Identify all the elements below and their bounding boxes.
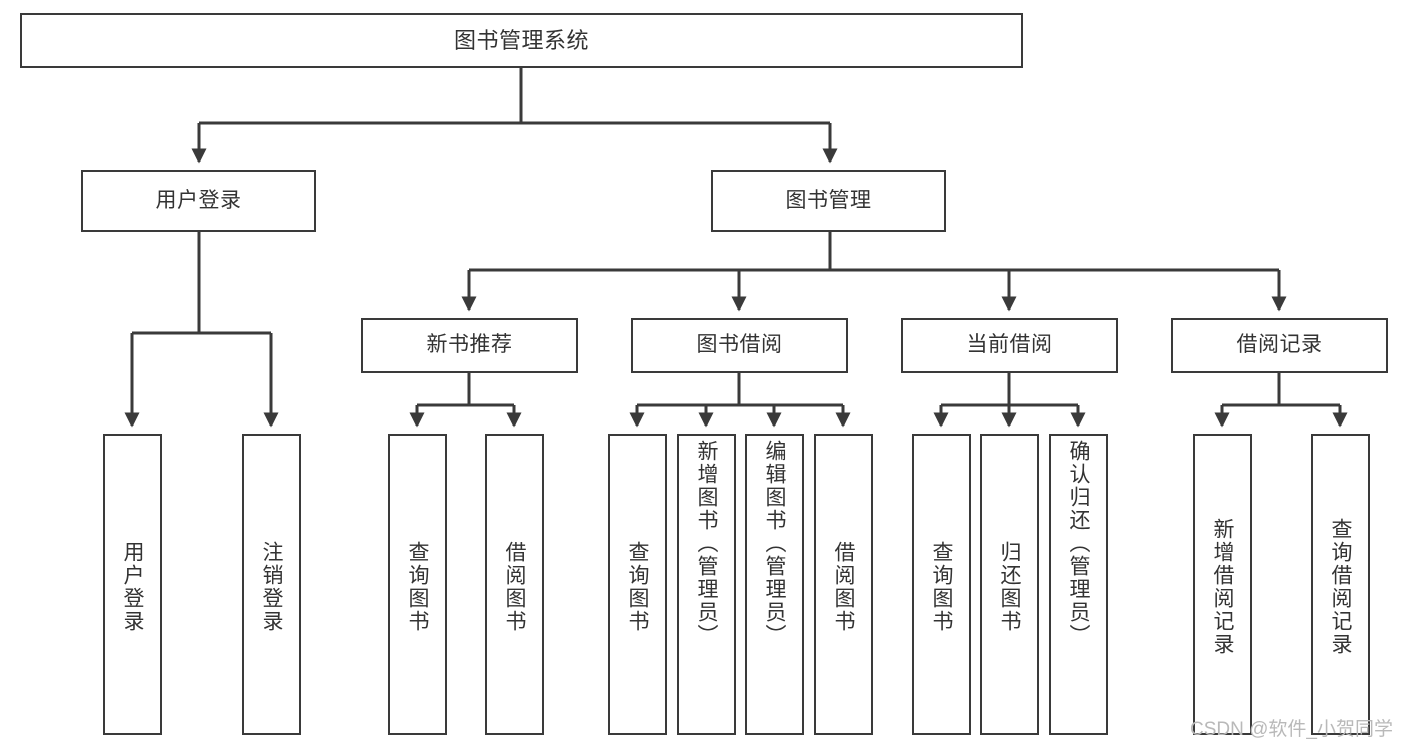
node-leaf-edit-book[interactable]: 编辑图书（管理员） (745, 434, 804, 735)
node-label: 借阅记录 (1236, 333, 1323, 357)
node-label: 新书推荐 (426, 333, 513, 357)
node-label: 新增图书（管理员） (695, 440, 718, 647)
node-leaf-borrow-books-2[interactable]: 借阅图书 (814, 434, 873, 735)
node-label: 新增借阅记录 (1211, 517, 1234, 656)
node-label: 归还图书 (998, 540, 1021, 633)
node-leaf-query-books-borrow[interactable]: 查询图书 (608, 434, 667, 735)
node-label: 图书管理 (785, 188, 872, 212)
node-label: 当前借阅 (966, 333, 1053, 357)
node-leaf-add-borrow-record[interactable]: 新增借阅记录 (1193, 434, 1252, 735)
node-leaf-query-borrow-record[interactable]: 查询借阅记录 (1311, 434, 1370, 735)
node-leaf-logout[interactable]: 注销登录 (242, 434, 301, 735)
node-user-login[interactable]: 用户登录 (81, 170, 316, 232)
node-leaf-return-book[interactable]: 归还图书 (980, 434, 1039, 735)
node-label: 注销登录 (260, 540, 283, 633)
node-label: 用户登录 (121, 540, 144, 633)
node-label: 编辑图书（管理员） (763, 440, 786, 647)
node-label: 查询图书 (406, 540, 429, 633)
node-book-management[interactable]: 图书管理 (711, 170, 946, 232)
node-label: 查询图书 (930, 540, 953, 633)
node-label: 图书管理系统 (453, 27, 589, 53)
node-leaf-borrow-books-new[interactable]: 借阅图书 (485, 434, 544, 735)
node-new-book-recommend[interactable]: 新书推荐 (361, 318, 578, 373)
node-label: 借阅图书 (503, 540, 526, 633)
node-label: 确认归还（管理员） (1067, 440, 1090, 647)
node-label: 查询图书 (626, 540, 649, 633)
node-leaf-query-books-current[interactable]: 查询图书 (912, 434, 971, 735)
node-label: 图书借阅 (696, 333, 783, 357)
node-label: 用户登录 (155, 188, 242, 212)
csdn-watermark: CSDN @软件_小贺同学 (1190, 719, 1393, 740)
node-leaf-user-login[interactable]: 用户登录 (103, 434, 162, 735)
node-leaf-confirm-return[interactable]: 确认归还（管理员） (1049, 434, 1108, 735)
node-borrow-record[interactable]: 借阅记录 (1171, 318, 1388, 373)
node-leaf-add-book[interactable]: 新增图书（管理员） (677, 434, 736, 735)
node-root-book-management-system[interactable]: 图书管理系统 (20, 13, 1023, 68)
node-book-borrow[interactable]: 图书借阅 (631, 318, 848, 373)
node-label: 借阅图书 (832, 540, 855, 633)
node-leaf-query-books-new[interactable]: 查询图书 (388, 434, 447, 735)
node-label: 查询借阅记录 (1329, 517, 1352, 656)
node-current-borrow[interactable]: 当前借阅 (901, 318, 1118, 373)
